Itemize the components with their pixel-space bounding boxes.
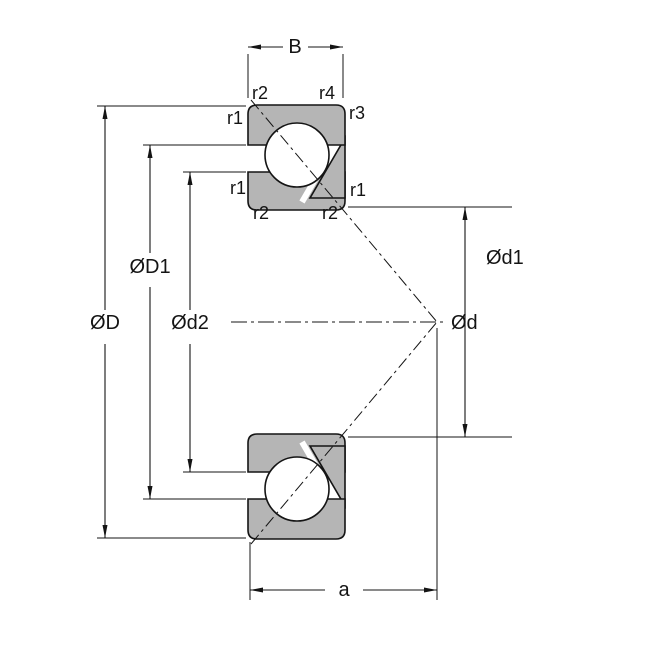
contact-angle-line-top [250, 99, 438, 323]
fillet-label-r3-upper-right: r3 [349, 103, 365, 123]
contact-angle-line-bottom [250, 321, 438, 545]
shoulder-top [308, 135, 346, 199]
arrowhead-down-icon [187, 459, 193, 472]
dimension-B: B [247, 36, 344, 98]
arrowhead-up-icon [102, 106, 108, 119]
arrowhead-down-icon [147, 486, 153, 499]
dimension-OD1: ØD1 [129, 144, 246, 500]
fillet-label-r4-top-right: r4 [319, 83, 335, 103]
fillet-label-r1-upper-left: r1 [227, 108, 243, 128]
fillet-label-r2-lower-left: r2 [253, 203, 269, 223]
arrowhead-up-icon [187, 172, 193, 185]
arrowhead-down-icon [462, 424, 468, 437]
arrowhead-up-icon [462, 207, 468, 220]
arrowhead-right-icon [330, 44, 343, 50]
fillet-labels: r2 r4 r1 r3 r1 r1 r2 r2 [227, 83, 366, 223]
shoulder-bottom [308, 445, 346, 509]
fillet-label-r2-top-left: r2 [252, 83, 268, 103]
dim-label-width: B [288, 36, 301, 58]
fillet-label-r1-mid-left: r1 [230, 178, 246, 198]
dim-label-outer-diameter: ØD [90, 312, 120, 334]
arrowhead-up-icon [147, 145, 153, 158]
arrowhead-left-icon [250, 587, 263, 593]
dimension-Od2: Ød2 [171, 171, 246, 473]
dim-label-bore: Ød [451, 312, 478, 334]
fillet-label-r1-mid-right: r1 [350, 180, 366, 200]
dim-label-outer-shoulder: ØD1 [129, 256, 170, 278]
dimension-Od1: Ød1 [348, 206, 524, 438]
dim-label-inner-diameter-1: Ød1 [486, 247, 524, 269]
dim-label-load-center: a [338, 579, 350, 601]
arrowhead-left-icon [248, 44, 261, 50]
dimension-OD: ØD [90, 105, 246, 539]
fillet-label-r2-lower-right: r2 [322, 203, 338, 223]
arrowhead-down-icon [102, 525, 108, 538]
arrowhead-right-icon [424, 587, 437, 593]
bearing-bottom-section [247, 433, 347, 540]
dimension-a: a [249, 328, 438, 601]
dim-label-inner-shoulder: Ød2 [171, 312, 209, 334]
